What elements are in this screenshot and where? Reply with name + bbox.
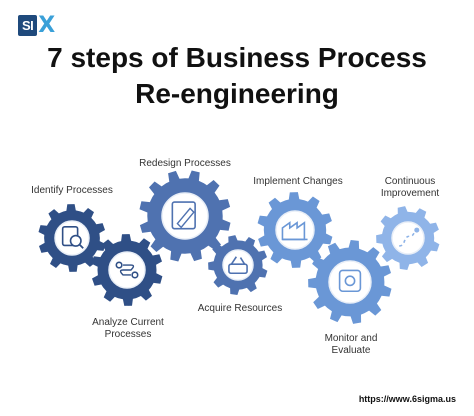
gear-step-6 bbox=[308, 240, 392, 324]
step-label-redesign: Redesign Processes bbox=[139, 158, 231, 169]
logo-x-mark: X bbox=[38, 12, 56, 38]
title-line-2: Re-engineering bbox=[135, 78, 339, 109]
title-line-1: 7 steps of Business Process bbox=[47, 42, 427, 73]
step-label-identify: Identify Processes bbox=[31, 185, 113, 196]
magnifier-document-icon bbox=[61, 225, 84, 249]
step-label-implement: Implement Changes bbox=[253, 176, 343, 187]
footer-url: https://www.6sigma.us bbox=[358, 394, 456, 404]
process-flow-icon bbox=[115, 261, 139, 279]
toolbox-icon bbox=[228, 256, 248, 275]
gear-step-4 bbox=[208, 235, 268, 295]
design-pen-icon bbox=[171, 201, 196, 230]
brand-logo: SI X bbox=[18, 12, 55, 38]
logo-badge: SI bbox=[18, 14, 38, 36]
gear-hub bbox=[391, 221, 425, 255]
step-label-analyze: Analyze Current Processes bbox=[92, 317, 164, 340]
curved-path-icon bbox=[399, 227, 420, 247]
gear-step-2 bbox=[91, 234, 163, 306]
step-label-continuous: Continuous Improvement bbox=[380, 176, 440, 199]
gear-step-7 bbox=[376, 206, 440, 270]
step-label-acquire: Acquire Resources bbox=[197, 303, 283, 314]
gear-step-3 bbox=[139, 170, 231, 262]
gear-hub bbox=[161, 192, 209, 240]
monitor-icon bbox=[338, 269, 362, 293]
gear-step-5 bbox=[257, 192, 333, 268]
gear-step-1 bbox=[38, 204, 106, 272]
gear-hub bbox=[222, 249, 254, 281]
factory-icon bbox=[281, 221, 308, 241]
gear-hub bbox=[328, 260, 372, 304]
step-label-monitor: Monitor and Evaluate bbox=[324, 333, 378, 356]
